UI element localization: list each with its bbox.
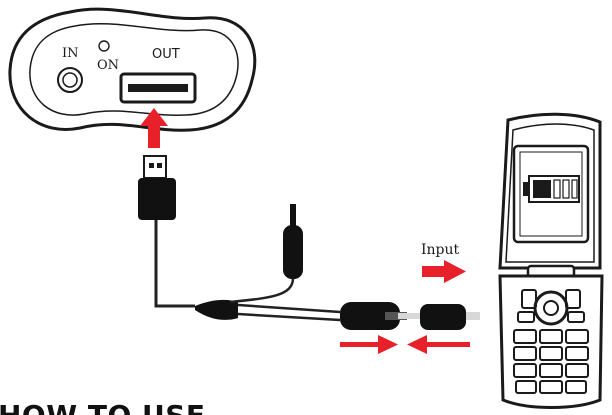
- on-label: ON: [97, 58, 119, 73]
- in-label: IN: [62, 46, 79, 61]
- charging-cable: [154, 220, 341, 322]
- input-arrow: [422, 260, 466, 283]
- phone-keypad: [513, 329, 589, 394]
- connect-arrow-right: [340, 335, 398, 354]
- how-to-use-heading: HOW TO USE: [0, 399, 206, 415]
- usb-out-port: [119, 72, 197, 104]
- usb-insert-arrow: [140, 108, 168, 148]
- secondary-plug: [283, 204, 303, 279]
- connect-arrow-left: [407, 335, 470, 354]
- phone-nav-pad: [517, 289, 585, 326]
- input-label: Input: [421, 242, 460, 258]
- phone-adapter-connector: [408, 304, 480, 330]
- cable-splitter: [195, 299, 238, 320]
- input-jack: [57, 67, 83, 93]
- connect-arrows: [340, 335, 470, 354]
- power-bank-panel: [29, 23, 239, 116]
- cable-phone-connector: [340, 302, 412, 330]
- usb-plug-icon: [138, 155, 176, 220]
- battery-icon: [523, 175, 580, 203]
- mobile-phone-icon: [498, 112, 604, 409]
- power-bank: IN ON OUT: [8, 7, 257, 132]
- out-label: OUT: [152, 47, 180, 62]
- on-indicator-led: [98, 40, 110, 52]
